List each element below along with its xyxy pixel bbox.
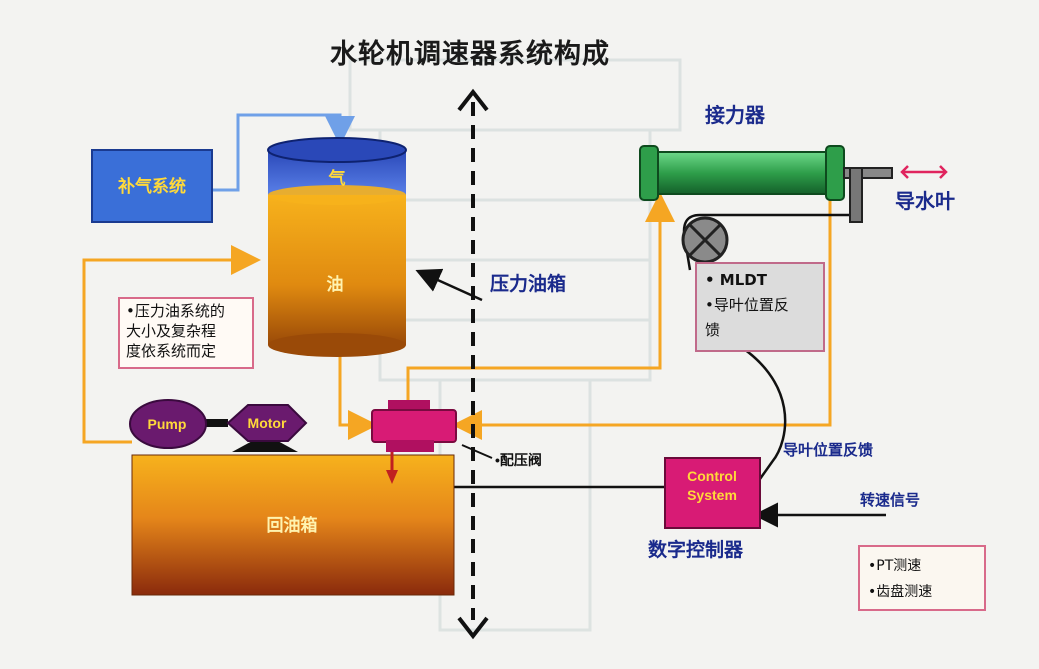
speed-measurement-note: •PT测速 •齿盘测速 <box>858 545 986 611</box>
guide-vane-label: 导水叶 <box>895 190 955 213</box>
pressure-tank <box>267 137 407 357</box>
speed-signal-label: 转速信号 <box>860 491 920 509</box>
oil-system-note-line-3: 度依系统而定 <box>126 342 217 360</box>
servomotor <box>639 145 893 223</box>
boundary-arrow-bottom <box>457 616 489 640</box>
speed-note-line-2: •齿盘测速 <box>868 584 933 600</box>
control-system-label-1: Control <box>687 468 737 484</box>
oil-flow-lines <box>82 192 832 444</box>
pressure-tank-label: 压力油箱 <box>490 272 566 295</box>
digital-controller-label: 数字控制器 <box>648 538 744 561</box>
mldt-note-line-1: • MLDT <box>705 271 767 289</box>
control-system-label-2: System <box>687 487 737 503</box>
diagram-title: 水轮机调速器系统构成 <box>330 39 610 70</box>
guide-vane-feedback-label: 导叶位置反馈 <box>783 441 873 459</box>
guide-vane-motion-arrow <box>900 165 948 179</box>
pump-label: Pump <box>148 416 187 432</box>
tank-oil-label: 油 <box>327 274 344 294</box>
mldt-sensor <box>681 216 729 264</box>
mldt-note-line-2: •导叶位置反 <box>705 296 789 314</box>
sump-label: 回油箱 <box>267 515 318 535</box>
background-turbine-illustration <box>348 58 682 632</box>
pump-shape <box>129 399 207 449</box>
oil-system-note-line-1: •压力油系统的 <box>126 302 225 320</box>
air-supply-block <box>91 149 213 223</box>
speed-note-line-1: •PT测速 <box>868 558 922 574</box>
mldt-note: • MLDT •导叶位置反 馈 <box>695 262 825 352</box>
pump-motor-unit <box>129 399 308 452</box>
distributing-valve <box>371 400 457 484</box>
control-system-block <box>664 457 761 529</box>
distributing-valve-label: •配压阀 <box>495 452 542 468</box>
mldt-note-line-3: 馈 <box>705 321 721 339</box>
air-supply-line <box>212 113 355 192</box>
tank-air-label: 气 <box>328 168 346 188</box>
oil-system-note: •压力油系统的 大小及复杂程 度依系统而定 <box>118 297 254 369</box>
oil-system-note-line-2: 大小及复杂程 <box>126 322 217 340</box>
sump-tank <box>131 454 455 596</box>
motor-label: Motor <box>248 415 287 431</box>
boundary-arrow-top <box>457 88 489 112</box>
servomotor-label: 接力器 <box>705 104 766 127</box>
air-supply-label: 补气系统 <box>117 176 186 196</box>
